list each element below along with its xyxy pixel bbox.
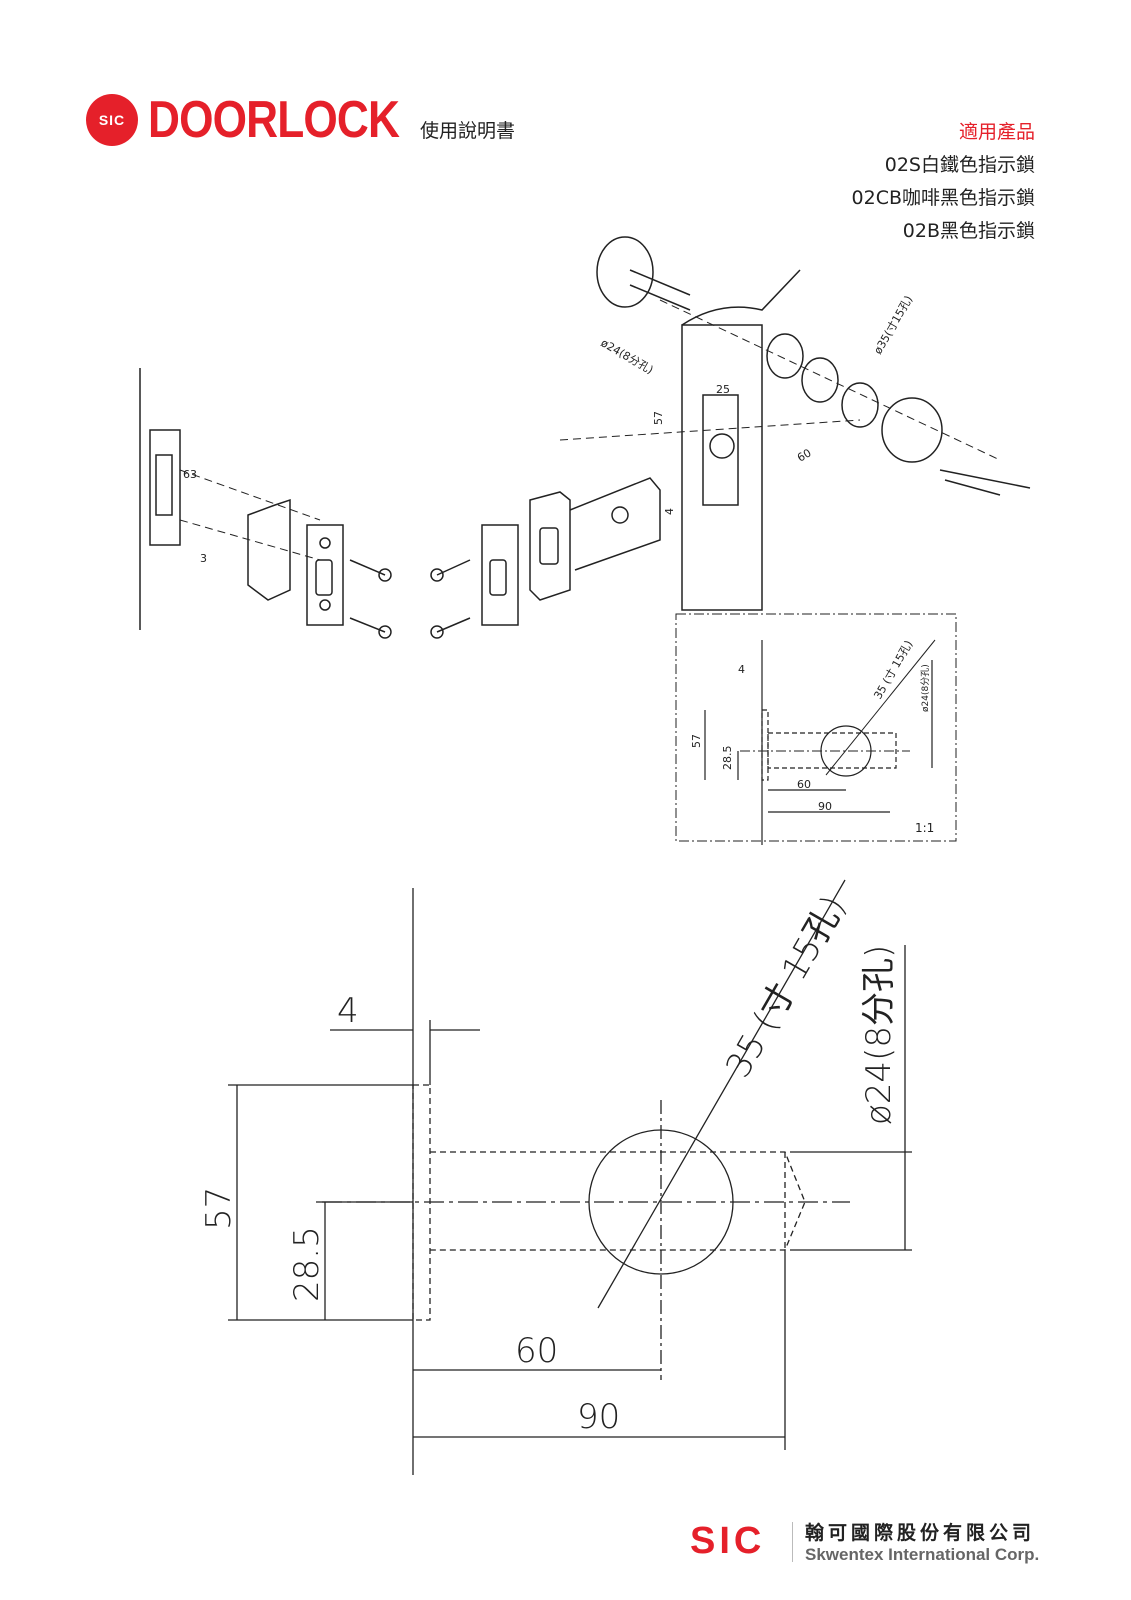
company-footer: SIC 翰可國際股份有限公司 Skwentex International Co… [690, 1518, 1039, 1565]
large-label-24: ø24(8分孔) [859, 945, 899, 1125]
footer-logo: SIC [690, 1520, 766, 1562]
applicable-products: 適用產品 02S白鐵色指示鎖 02CB咖啡黑色指示鎖 02B黑色指示鎖 [852, 116, 1035, 248]
products-heading: 適用產品 [958, 121, 1035, 143]
large-template: 4 57 28.5 60 90 35 (寸 15孔) ø24(8分孔) [199, 879, 912, 1475]
large-label-60: 60 [515, 1331, 558, 1371]
label-4: 4 [663, 508, 676, 515]
product-item: 02S白鐵色指示鎖 [884, 154, 1035, 176]
company-name-cn: 翰可國際股份有限公司 [805, 1522, 1036, 1544]
label-63: 63 [183, 468, 197, 481]
label-25: 25 [716, 383, 730, 396]
product-item: 02CB咖啡黑色指示鎖 [851, 187, 1035, 209]
large-label-4: 4 [337, 991, 359, 1031]
brand-name: DOORLOCK [148, 91, 400, 149]
label-57: 57 [652, 411, 665, 425]
large-label-90: 90 [577, 1397, 620, 1437]
large-label-35: 35 (寸 15孔) [718, 889, 854, 1085]
label-3: 3 [200, 552, 207, 565]
label-hole-24: ø24(8分孔) [599, 336, 656, 376]
exploded-view: ø24(8分孔) ø35(寸15孔) 57 25 60 4 63 3 [139, 236, 1031, 639]
small-label-60: 60 [797, 778, 811, 791]
small-label-57: 57 [690, 734, 703, 748]
large-label-28-5: 28.5 [287, 1226, 327, 1302]
small-label-28-5: 28.5 [721, 746, 734, 771]
label-hole-35: ø35(寸15孔) [870, 293, 915, 357]
sic-logo-mark: SIC [86, 94, 138, 146]
scale-label: 1:1 [915, 821, 934, 835]
small-label-90: 90 [818, 800, 832, 813]
brand-logo: SIC DOORLOCK [86, 90, 443, 150]
company-name-en: Skwentex International Corp. [805, 1545, 1040, 1564]
product-item: 02B黑色指示鎖 [902, 220, 1035, 242]
small-label-4: 4 [738, 663, 745, 676]
label-60: 60 [795, 446, 814, 464]
manual-title: 使用說明書 [420, 120, 516, 142]
small-label-24: ø24(8分孔) [920, 664, 931, 712]
large-label-57: 57 [199, 1187, 239, 1230]
small-template: 4 57 28.5 60 90 35 (寸 15孔) ø24(8分孔) 1:1 [675, 613, 957, 845]
footer-divider [792, 1521, 793, 1562]
